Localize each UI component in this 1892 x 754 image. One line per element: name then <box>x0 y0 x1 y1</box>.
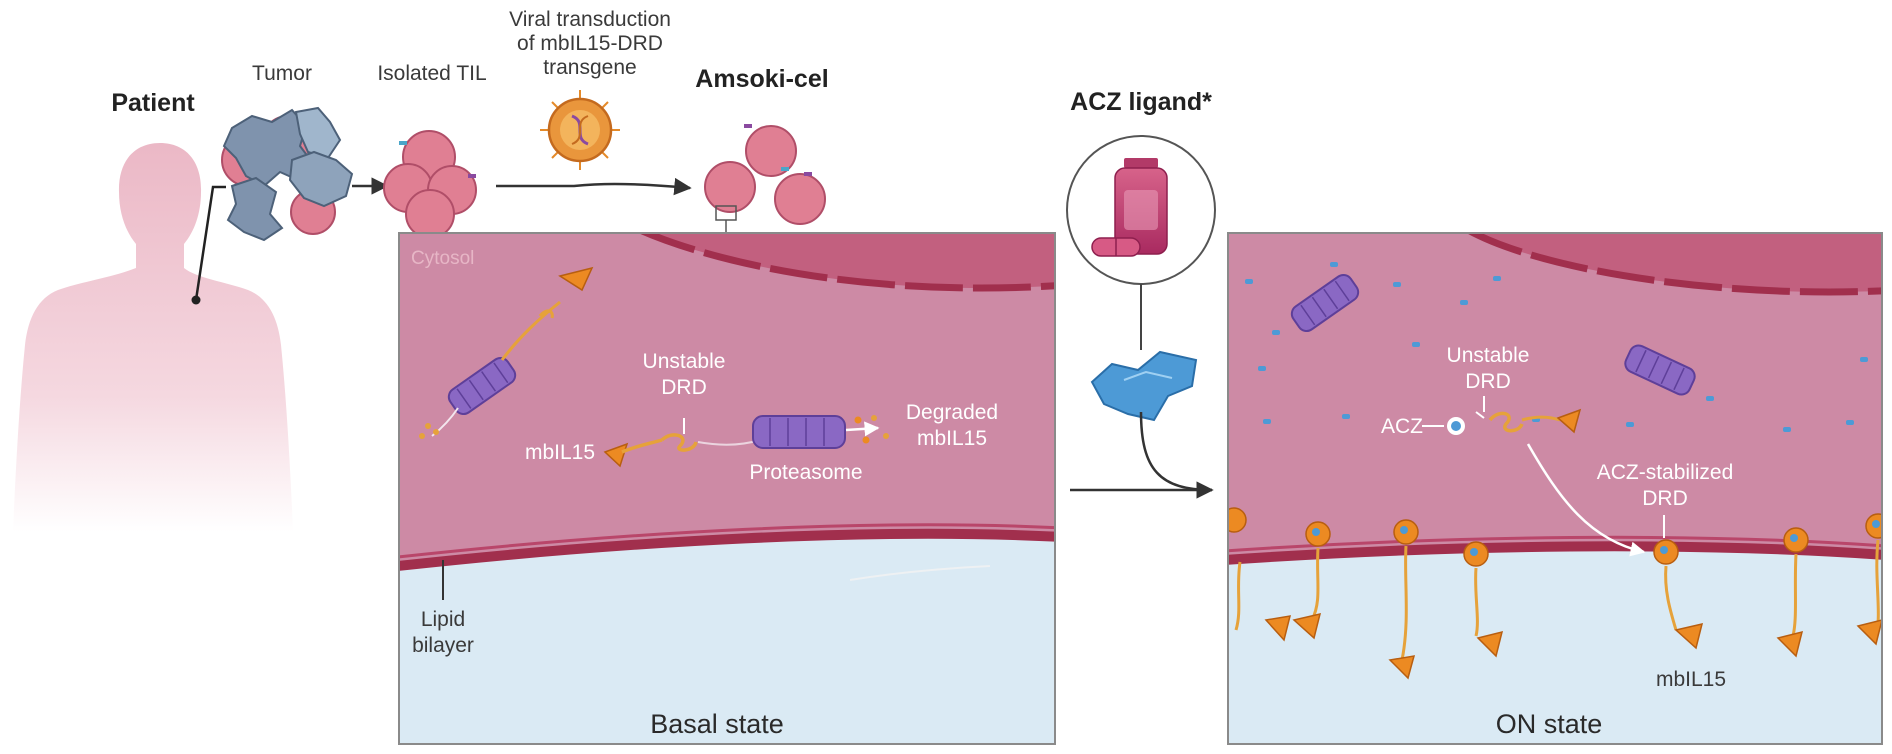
basal-panel-border <box>398 232 1056 745</box>
on-proteasome-left <box>1290 273 1360 333</box>
isolated-til-label: Isolated TIL <box>377 62 486 85</box>
basal-proteasome-upper <box>419 266 594 439</box>
patient-silhouette <box>13 143 293 532</box>
viral-transduction-label-2: of mbIL15-DRD <box>517 32 663 55</box>
acz-ligand-label: ACZ ligand* <box>1070 88 1212 116</box>
acz-ligand: ACZ ligand* <box>1066 88 1216 499</box>
basal-mbil15-drd <box>603 418 698 468</box>
on-mbil15-label: mbIL15 <box>1656 668 1726 691</box>
basal-nucleus <box>647 233 1055 288</box>
degraded-label-2: mbIL15 <box>917 427 987 450</box>
basal-membrane <box>399 528 1055 571</box>
acz-stabilized-label-2: DRD <box>1642 487 1688 510</box>
basal-state-panel: Cytosol Unstable DRD mbIL15 Proteasome D… <box>398 232 1056 745</box>
on-unstable-label-1: Unstable <box>1447 344 1530 367</box>
acz-stabilized-label-1: ACZ-stabilized <box>1597 461 1734 484</box>
lipid-bilayer-label-2: bilayer <box>412 634 474 657</box>
acz-label: ACZ <box>1381 415 1423 438</box>
tumor-label: Tumor <box>252 62 312 85</box>
on-proteasome-right <box>1624 344 1696 396</box>
degraded-label-1: Degraded <box>906 401 998 424</box>
basal-proteasome <box>752 415 889 449</box>
on-panel-border <box>1227 232 1883 745</box>
patient-pointer-dot <box>191 295 201 305</box>
isolated-til-cells: Isolated TIL <box>377 62 487 240</box>
drug-vial-icon <box>1091 158 1168 257</box>
basal-nuclear-envelope <box>638 233 1055 292</box>
amsoki-cel-cells: Amsoki-cel <box>695 65 829 234</box>
basal-unstable-label-1: Unstable <box>643 350 726 373</box>
on-extracellular <box>1228 550 1882 744</box>
arrow-til-to-amsoki <box>496 177 692 196</box>
tumor-cluster: Tumor <box>221 62 354 242</box>
on-state-panel: Unstable DRD ACZ ACZ-stabilized DRD mbIL… <box>1227 232 1883 745</box>
acz-molecule-icon <box>1090 350 1198 422</box>
on-state-label: ON state <box>1496 709 1603 739</box>
patient-label: Patient <box>111 89 195 117</box>
viral-transduction-label-3: transgene <box>543 56 636 79</box>
patient-figure: Patient <box>13 89 293 532</box>
patient-pointer-line <box>194 185 226 301</box>
lipid-bilayer-label-1: Lipid <box>421 608 465 631</box>
on-membrane <box>1228 541 1882 565</box>
proteasome-label: Proteasome <box>749 461 862 484</box>
on-nucleus <box>1473 233 1882 292</box>
basal-extracellular <box>399 537 1055 744</box>
acz-bound-drd <box>1422 396 1582 435</box>
amsoki-cel-label: Amsoki-cel <box>695 65 828 93</box>
mbil15-receptors <box>1228 507 1882 680</box>
basal-unstable-label-2: DRD <box>661 376 707 399</box>
arrow-acz-to-on-state <box>1139 411 1213 492</box>
on-nuclear-envelope <box>1466 233 1882 296</box>
on-unstable-label-2: DRD <box>1465 370 1511 393</box>
acz-molecules-scattered <box>1245 262 1868 432</box>
basal-mbil15-label: mbIL15 <box>525 441 595 464</box>
viral-transduction-label-1: Viral transduction <box>509 8 671 31</box>
basal-state-label: Basal state <box>650 709 784 739</box>
virus-particle: Viral transduction of mbIL15-DRD transge… <box>509 8 671 170</box>
on-stabilization-arrow <box>1526 443 1646 557</box>
cytosol-label: Cytosol <box>411 248 474 269</box>
